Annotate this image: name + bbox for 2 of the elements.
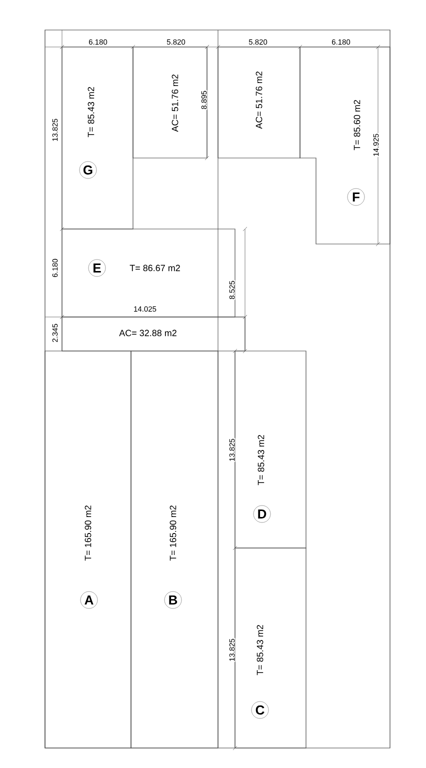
lot-area: AC= 32.88 m2 (62, 316, 246, 352)
lot-area: AC= 51.76 m2 (218, 46, 300, 158)
